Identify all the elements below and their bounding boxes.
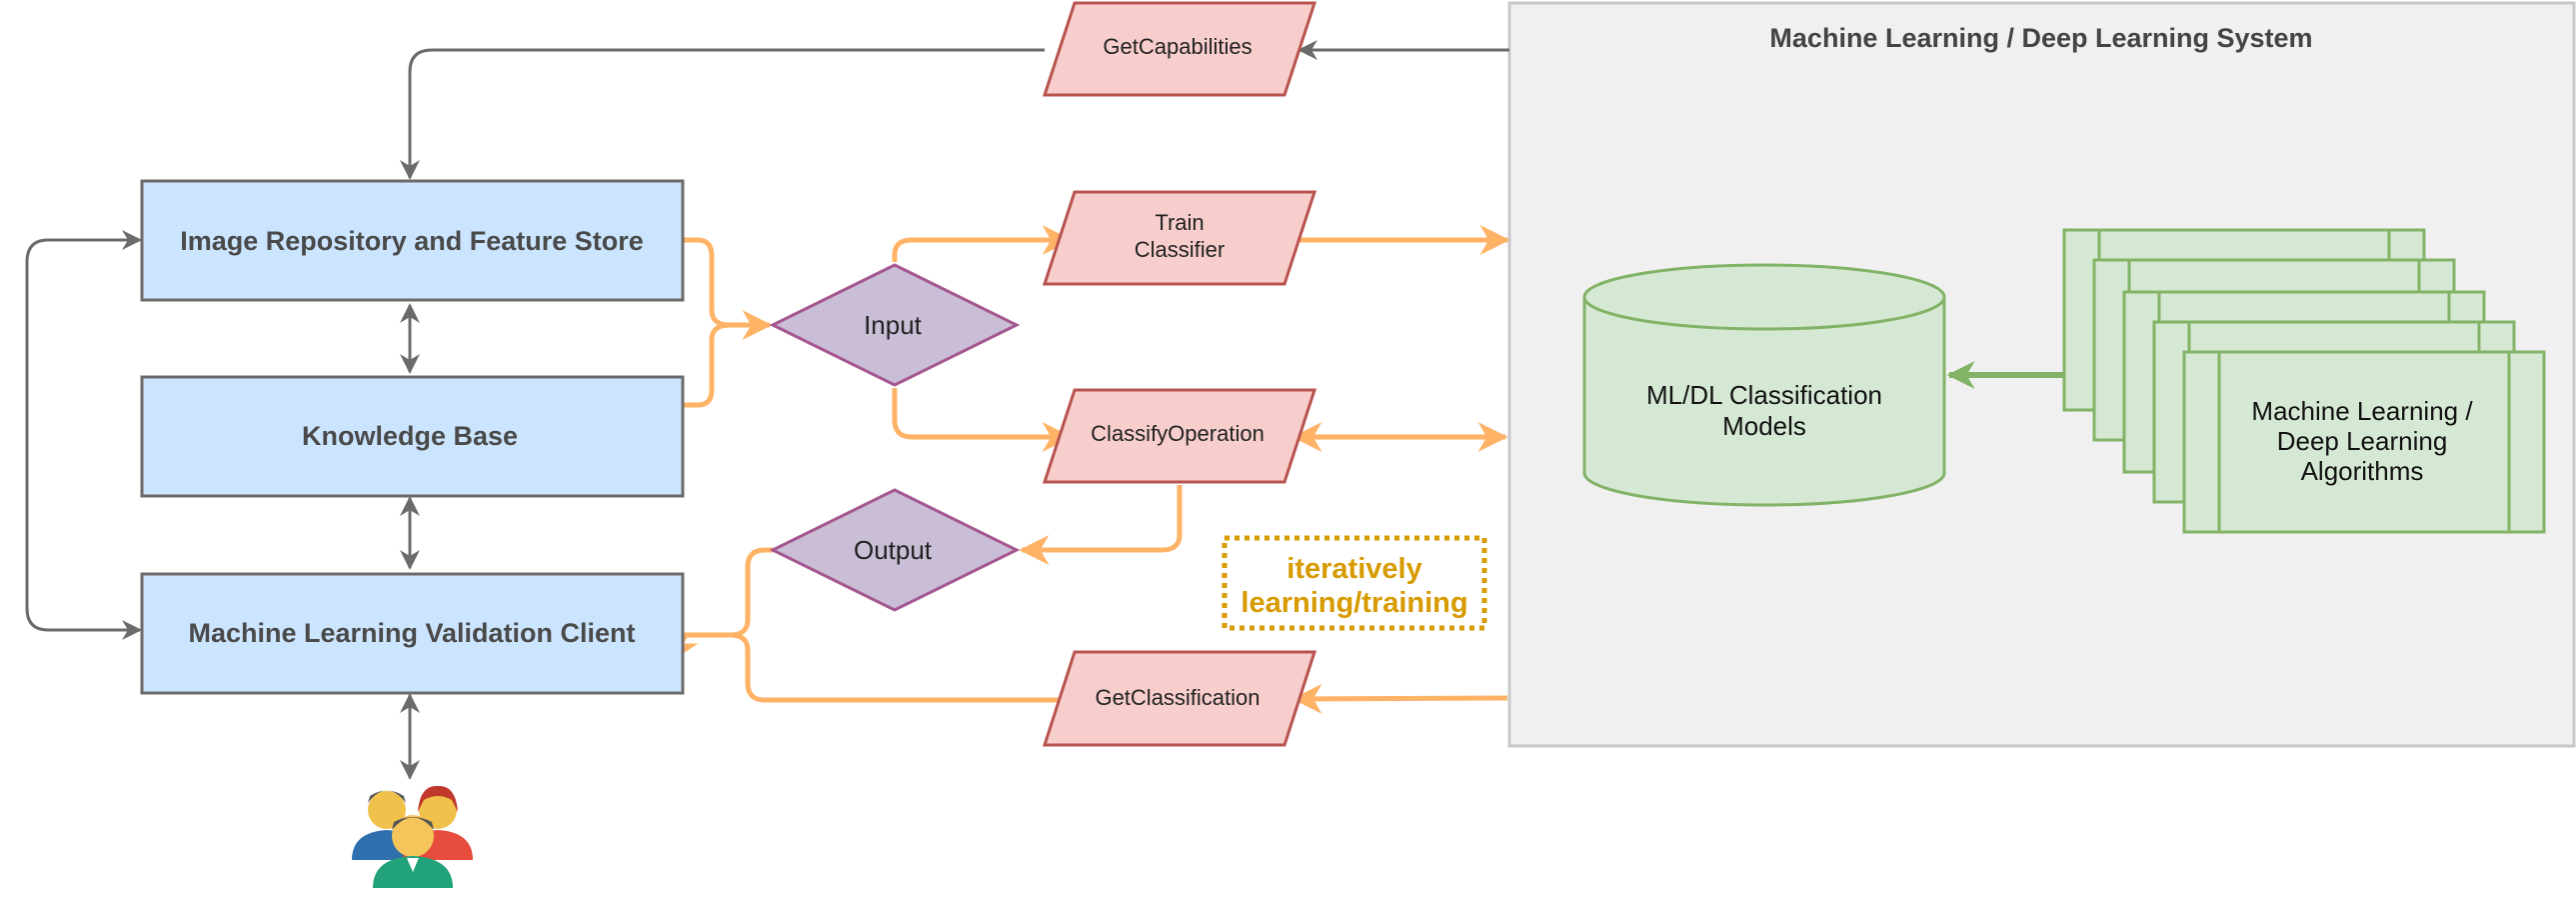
get-classification-label: GetClassification — [1095, 685, 1260, 710]
classify-operation-label: ClassifyOperation — [1091, 421, 1265, 446]
get-classification-operation[interactable]: GetClassification — [1042, 650, 1317, 747]
repository-client-loop-connector — [25, 230, 142, 640]
input-to-train-connector — [892, 225, 1073, 262]
image-repository-label: Image Repository and Feature Store — [180, 226, 644, 256]
capabilities-to-repository-connector — [400, 48, 1045, 180]
algorithms-label-line2: Deep Learning — [2277, 426, 2448, 456]
classify-operation[interactable]: ClassifyOperation — [1042, 388, 1317, 484]
validation-client-label: Machine Learning Validation Client — [188, 618, 635, 648]
system-to-get-classification-connector — [1291, 683, 1508, 714]
knowledge-base-label: Knowledge Base — [302, 421, 518, 451]
train-classifier-label-line1: Train — [1155, 210, 1204, 235]
system-title: Machine Learning / Deep Learning System — [1769, 23, 2312, 53]
repository-to-input-connector — [683, 237, 773, 340]
get-capabilities-operation[interactable]: GetCapabilities — [1042, 1, 1317, 97]
classification-models-database[interactable]: ML/DL Classification Models — [1582, 263, 1946, 507]
input-to-classify-connector — [892, 388, 1073, 452]
output-label: Output — [854, 535, 933, 565]
train-classifier-label-line2: Classifier — [1135, 237, 1225, 262]
output-to-client-connector — [729, 547, 775, 638]
input-decision[interactable]: Input — [769, 263, 1021, 387]
get-classification-to-client-connector — [669, 628, 1072, 703]
image-repository-box[interactable]: Image Repository and Feature Store — [140, 179, 685, 302]
algorithms-stack[interactable]: Machine Learning / Deep Learning Algorit… — [2062, 228, 2546, 534]
classify-to-output-connector — [1019, 485, 1183, 565]
algorithm-card-5 — [2182, 350, 2546, 534]
iterative-learning-note: iteratively learning/training — [1222, 535, 1487, 631]
train-classifier-operation[interactable]: Train Classifier — [1042, 190, 1317, 286]
users-group-icon — [352, 785, 473, 888]
input-label: Input — [864, 310, 923, 340]
output-decision[interactable]: Output — [769, 488, 1021, 612]
knowledge-to-input-connector — [683, 322, 731, 408]
algorithms-label-line1: Machine Learning / — [2251, 396, 2473, 426]
iterative-learning-line2: learning/training — [1241, 587, 1467, 619]
get-capabilities-label: GetCapabilities — [1103, 34, 1252, 59]
knowledge-base-box[interactable]: Knowledge Base — [140, 375, 685, 498]
algorithms-label-line3: Algorithms — [2301, 456, 2424, 486]
models-label-line2: Models — [1722, 411, 1806, 441]
validation-client-box[interactable]: Machine Learning Validation Client — [140, 572, 685, 695]
iterative-learning-line1: iteratively — [1287, 553, 1421, 585]
models-label-line1: ML/DL Classification — [1646, 380, 1882, 410]
